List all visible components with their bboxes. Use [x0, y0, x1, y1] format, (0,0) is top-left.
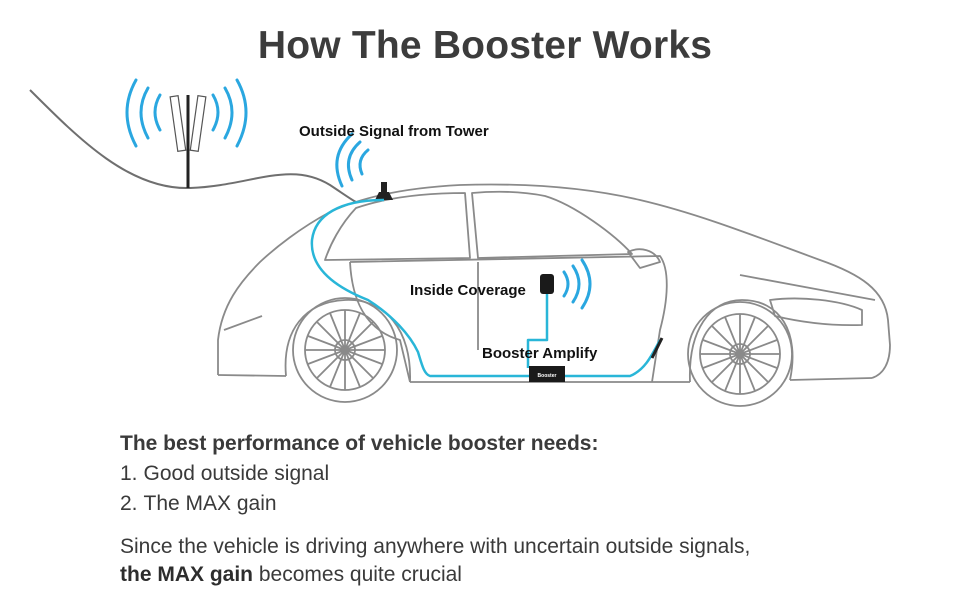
outside-signal-label: Outside Signal from Tower	[299, 123, 489, 140]
requirement-number: 1.	[120, 462, 138, 485]
requirement-text: Good outside signal	[143, 462, 330, 485]
booster-unit-icon: Booster	[529, 366, 565, 382]
requirements-heading: The best performance of vehicle booster …	[120, 432, 599, 455]
inside-coverage-label: Inside Coverage	[410, 282, 526, 299]
note-line-2: the MAX gain becomes quite crucial	[120, 561, 750, 589]
note-emphasis: the MAX gain	[120, 563, 254, 586]
booster-amplify-label: Booster Amplify	[482, 345, 598, 362]
front-wheel-icon	[687, 301, 793, 407]
requirements-block: The best performance of vehicle booster …	[120, 432, 598, 516]
cell-tower-icon	[169, 95, 207, 188]
requirement-item-1: 1.Good outside signal	[120, 462, 598, 486]
booster-unit-logo: Booster	[538, 373, 557, 379]
note-rest: becomes quite crucial	[258, 563, 462, 586]
requirement-item-2: 2.The MAX gain	[120, 492, 598, 516]
roof-antenna-icon	[375, 182, 393, 200]
outside-signal-waves-icon	[335, 132, 370, 188]
rear-wheel-icon	[292, 297, 398, 403]
inside-signal-waves-icon	[562, 258, 592, 310]
inside-antenna-icon	[540, 274, 554, 294]
conclusion-note: Since the vehicle is driving anywhere wi…	[120, 533, 750, 589]
tower-signal-waves-icon	[125, 78, 248, 148]
requirement-number: 2.	[120, 492, 138, 515]
tower-cable-line	[29, 89, 357, 203]
note-line-1: Since the vehicle is driving anywhere wi…	[120, 535, 751, 558]
requirement-text: The MAX gain	[143, 492, 277, 515]
page-title: How The Booster Works	[257, 24, 713, 67]
side-antenna-icon	[650, 337, 664, 359]
